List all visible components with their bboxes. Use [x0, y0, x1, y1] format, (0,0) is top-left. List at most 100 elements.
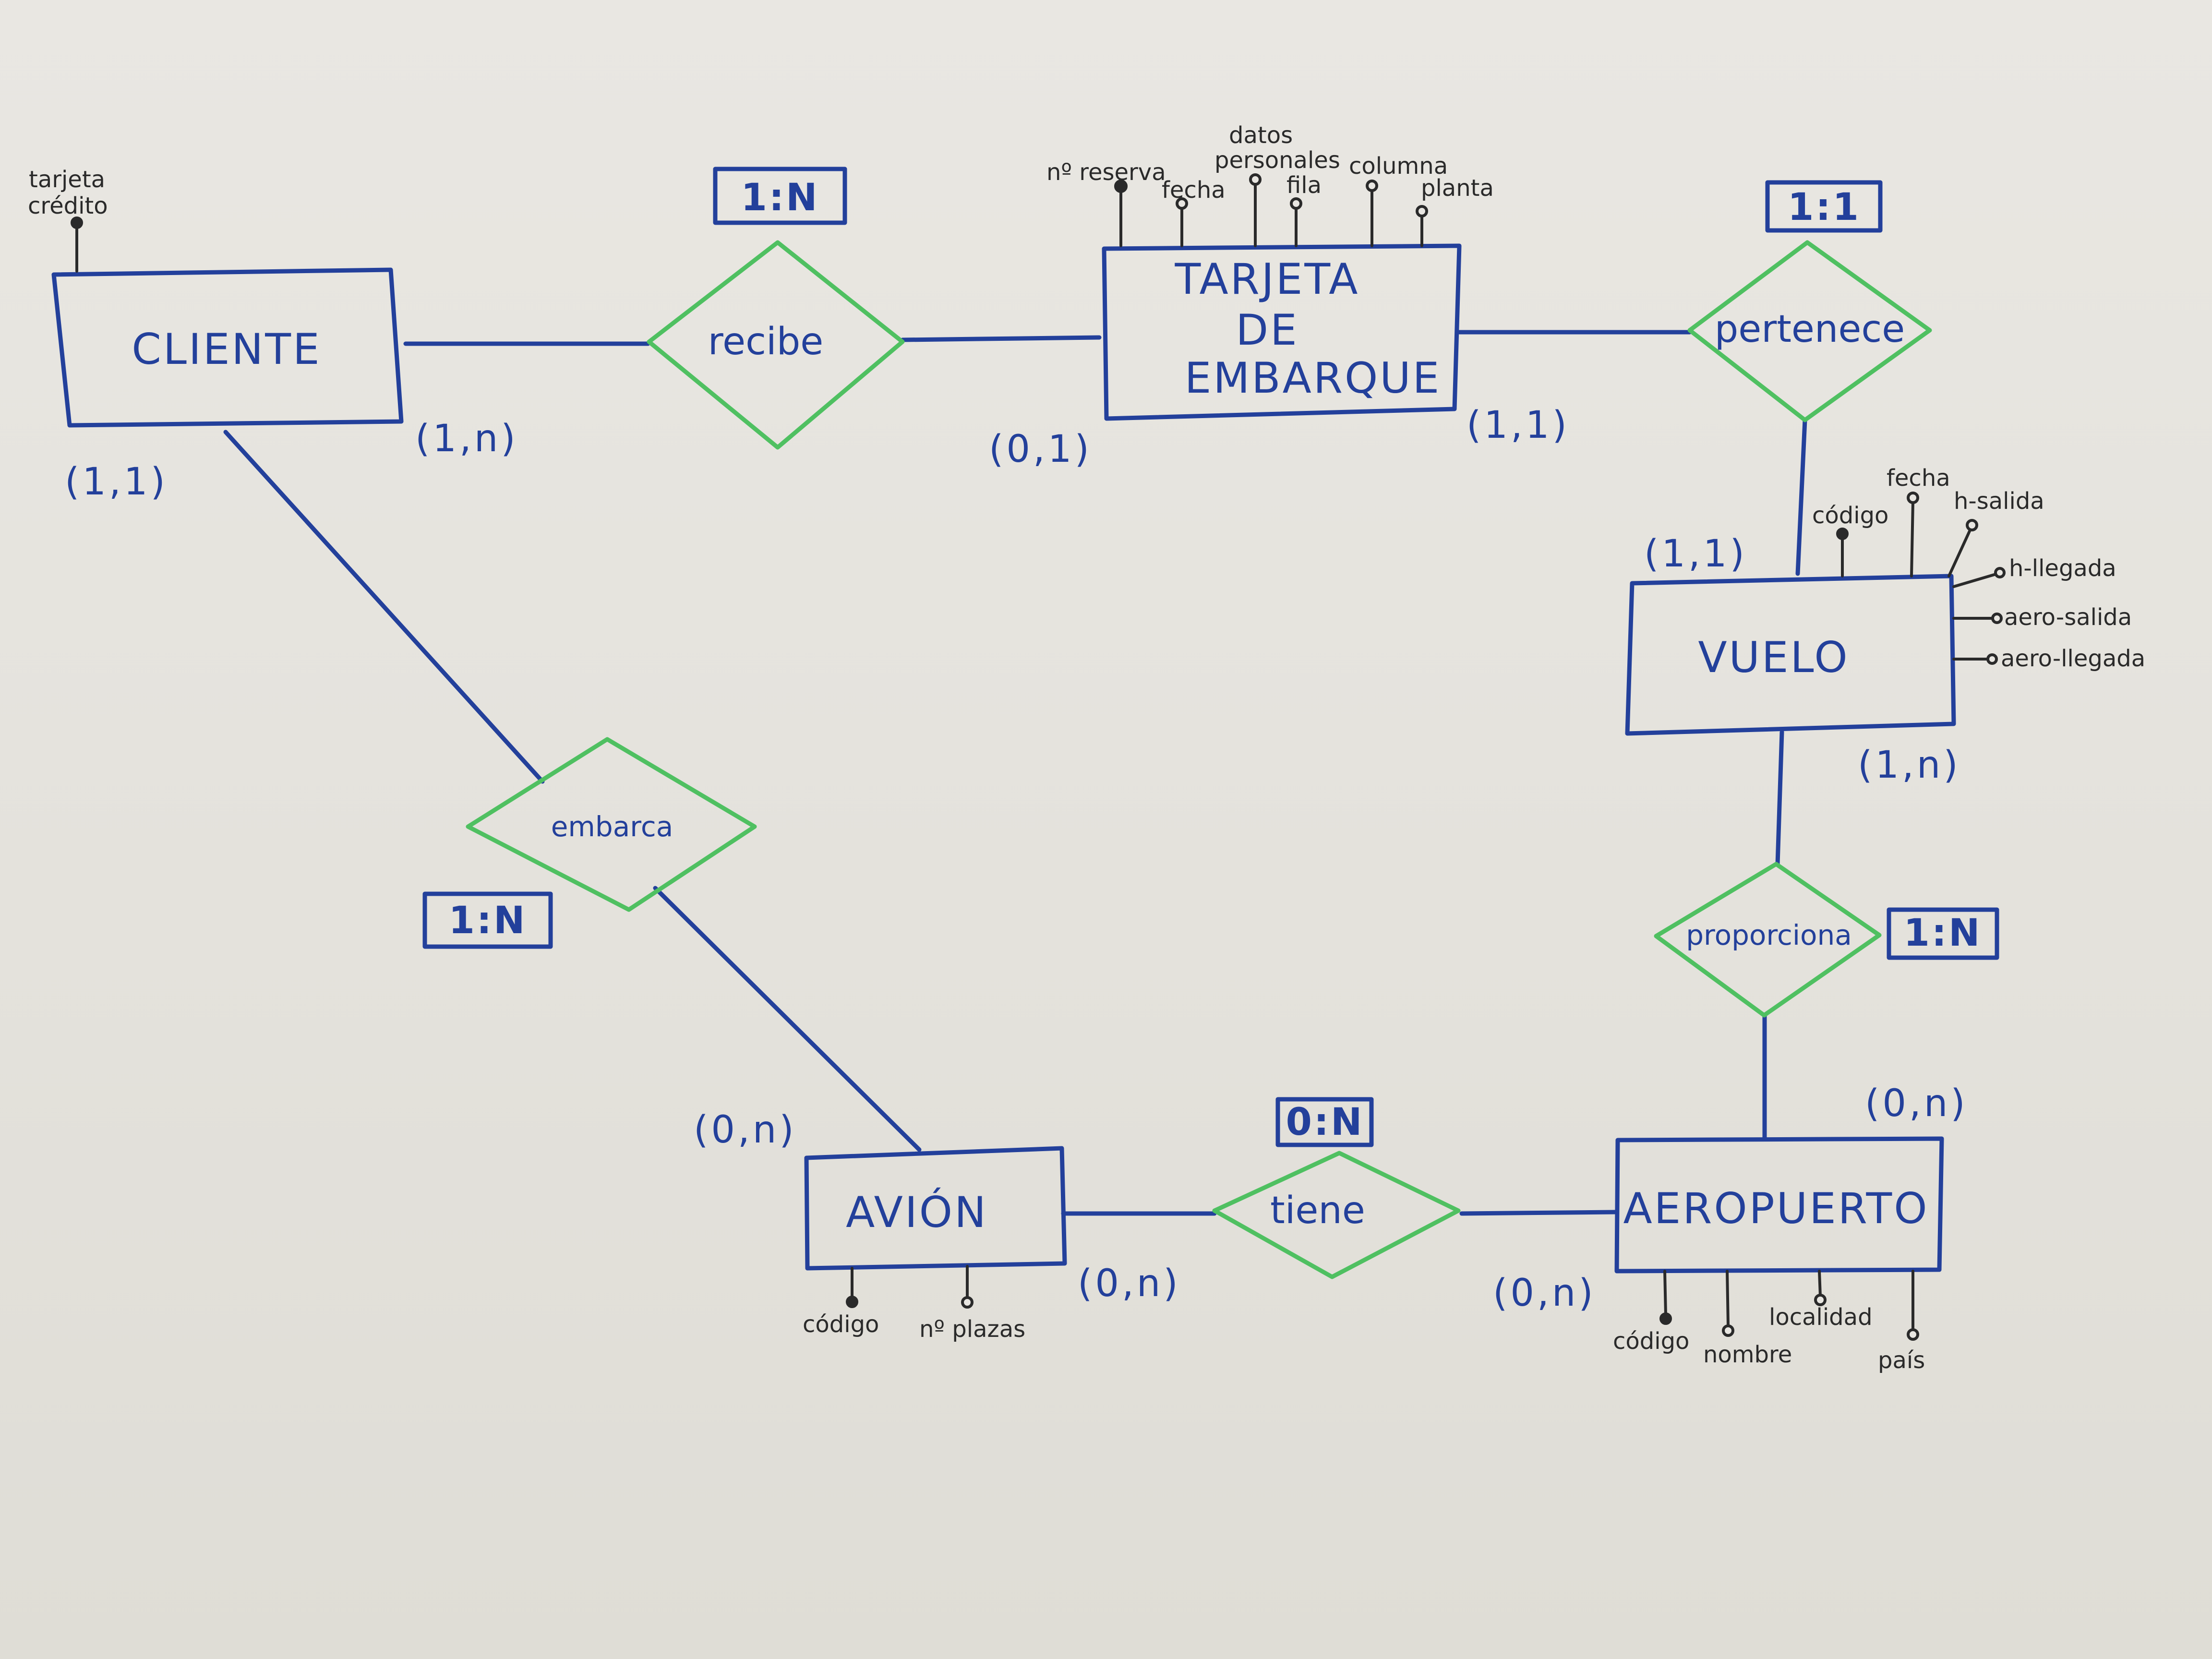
attr-aeropuerto-codigo: código [1613, 1328, 1689, 1355]
attr-cliente-tarjeta: tarjeta [29, 166, 105, 193]
cardinality-aeropuerto-left: (0,n) [1493, 1272, 1596, 1315]
attr-stem [1726, 1270, 1730, 1327]
attr-stem [1663, 1270, 1667, 1317]
cardinality-cliente-left: (1,1) [65, 460, 168, 504]
attr-aeropuerto-pais: país [1878, 1347, 1925, 1374]
attr-pin [1814, 1294, 1827, 1306]
attr-tarjeta-datos: datos [1229, 122, 1293, 149]
attr-avion-codigo: código [803, 1311, 879, 1338]
cardinality-aeropuerto-top: (0,n) [1865, 1082, 1968, 1125]
entity-tarjeta-box [1102, 243, 1462, 421]
ratio-tiene-label: 0:N [1286, 1101, 1364, 1144]
relationship-tiene-label: tiene [1270, 1189, 1365, 1232]
ratio-recibe-box [713, 167, 847, 225]
attr-tarjeta-personales: personales [1214, 147, 1340, 174]
attr-stem [1948, 528, 1972, 577]
attr-aeropuerto-nombre: nombre [1703, 1341, 1792, 1368]
attributes-aeropuerto: código nombre localidad país [1613, 1270, 1925, 1374]
attr-pin [1416, 205, 1428, 217]
entity-cliente: CLIENTE [51, 267, 404, 428]
cardinality-cliente-right: (1,n) [415, 417, 518, 460]
attr-pin [1290, 197, 1302, 210]
ratio-tiene: 0:N [1275, 1097, 1374, 1147]
relationship-proporciona-label: proporciona [1686, 919, 1852, 951]
ratio-pertenece-box [1765, 180, 1883, 233]
attr-pin [1907, 492, 1919, 504]
attr-stem [1910, 500, 1914, 577]
cardinality-vuelo-bottom: (1,n) [1858, 744, 1961, 787]
attr-key-pin [846, 1296, 858, 1308]
ratio-proporciona-label: 1:N [1904, 912, 1982, 955]
attr-pin [1966, 519, 1978, 531]
relationship-pertenece: pertenece [1687, 240, 1932, 422]
attr-tarjeta-fecha: fecha [1162, 177, 1226, 204]
cardinality-avion-right: (0,n) [1078, 1262, 1181, 1305]
relationship-embarca-diamond [466, 737, 757, 912]
attr-stem [1818, 1270, 1822, 1298]
line-tiene-aeropuerto [1459, 1210, 1618, 1216]
relationship-pertenece-diamond [1687, 240, 1932, 422]
attr-key-pin [1114, 180, 1128, 193]
attr-tarjeta-columna: columna [1349, 153, 1448, 180]
relationship-tiene-diamond [1212, 1151, 1461, 1279]
line-pertenece-vuelo [1795, 418, 1807, 576]
ratio-embarca-label: 1:N [449, 899, 527, 942]
entity-tarjeta-label-3: EMBARQUE [1185, 353, 1442, 403]
ratio-pertenece-label: 1:1 [1788, 186, 1861, 229]
relationship-pertenece-label: pertenece [1715, 308, 1905, 351]
relationship-tiene: tiene [1212, 1151, 1461, 1279]
attr-pin [1366, 180, 1378, 192]
attr-pin [1986, 653, 1998, 665]
ratio-proporciona: 1:N [1887, 907, 1999, 960]
attr-pin [1991, 613, 2003, 624]
entity-avion-label: AVIÓN [846, 1188, 988, 1237]
cardinality-tarjeta-left: (0,1) [989, 428, 1092, 471]
cardinalities: (1,1) (1,n) (0,1) (1,1) (1,1) (1,n) (0,n… [65, 404, 1968, 1315]
entity-cliente-box [51, 267, 404, 428]
ratio-proporciona-box [1887, 907, 1999, 960]
attr-vuelo-hsalida: h-salida [1954, 488, 2044, 515]
ratio-pertenece: 1:1 [1765, 180, 1883, 233]
attr-pin [1249, 173, 1262, 186]
relationship-embarca-label: embarca [551, 810, 673, 843]
entity-vuelo-label: VUELO [1698, 633, 1849, 682]
relationship-embarca: embarca [466, 737, 757, 912]
attr-stem [1952, 573, 1997, 588]
attr-aeropuerto-localidad: localidad [1769, 1304, 1873, 1331]
attr-pin [961, 1296, 974, 1309]
entity-aeropuerto-label: AEROPUERTO [1623, 1184, 1929, 1233]
attr-tarjeta-fila: fila [1286, 172, 1322, 199]
attributes-avion: código nº plazas [803, 1265, 1025, 1343]
attr-key-pin [1659, 1312, 1672, 1325]
attr-vuelo-codigo: código [1812, 502, 1888, 529]
attr-avion-nplazas: nº plazas [919, 1316, 1025, 1343]
line-embarca-avion [653, 886, 922, 1152]
attr-vuelo-hllegada: h-llegada [2009, 555, 2116, 582]
attr-pin [1907, 1328, 1919, 1341]
ratio-embarca: 1:N [422, 891, 553, 949]
entity-tarjeta-de-embarque: TARJETA DE EMBARQUE [1102, 243, 1462, 421]
entity-vuelo-box [1625, 574, 1956, 736]
entity-tarjeta-label-2: DE [1236, 305, 1298, 355]
connector-lines [223, 330, 1807, 1216]
attr-key-pin [1836, 528, 1849, 540]
line-vuelo-proporciona [1775, 730, 1784, 866]
entity-aeropuerto: AEROPUERTO [1614, 1136, 1944, 1274]
attr-vuelo-fecha: fecha [1887, 465, 1950, 492]
attr-pin [1994, 567, 2006, 578]
cardinality-tarjeta-right: (1,1) [1467, 404, 1570, 447]
entity-vuelo: VUELO [1625, 574, 1956, 736]
entity-aeropuerto-box [1614, 1136, 1944, 1274]
attr-tarjeta-planta: planta [1421, 175, 1494, 202]
entity-avion: AVIÓN [804, 1146, 1067, 1271]
entity-avion-box [804, 1146, 1067, 1271]
cardinality-vuelo-top: (1,1) [1644, 532, 1747, 576]
ratio-recibe: 1:N [713, 167, 847, 225]
line-cliente-embarca [223, 430, 545, 784]
ratio-recibe-label: 1:N [741, 176, 819, 219]
relationship-recibe-diamond [647, 240, 905, 450]
relationship-proporciona-diamond [1654, 862, 1882, 1018]
line-recibe-tarjeta [900, 335, 1102, 342]
attributes-cliente: tarjeta crédito [28, 166, 108, 273]
ratio-embarca-box [422, 891, 553, 949]
